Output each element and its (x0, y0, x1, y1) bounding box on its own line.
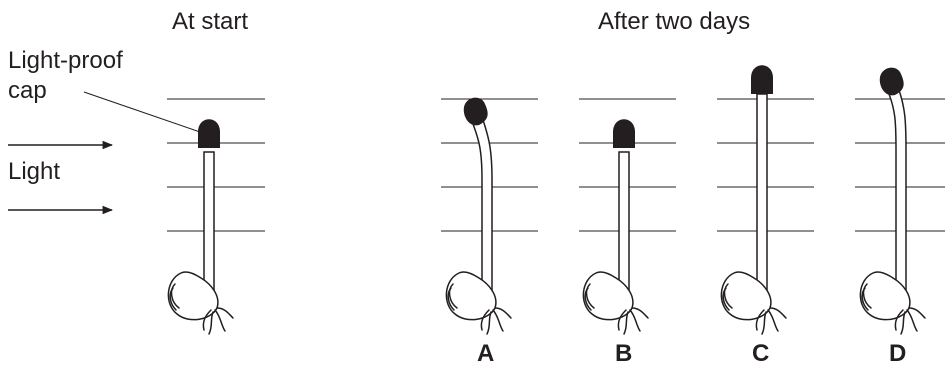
cap-leader-line (84, 92, 200, 132)
seedling-d (860, 68, 925, 334)
seedling-b (583, 119, 648, 334)
seedling-a (446, 98, 511, 334)
reference-lines (167, 99, 945, 231)
seedling-c (721, 65, 786, 334)
seedling-at-start (168, 119, 233, 334)
